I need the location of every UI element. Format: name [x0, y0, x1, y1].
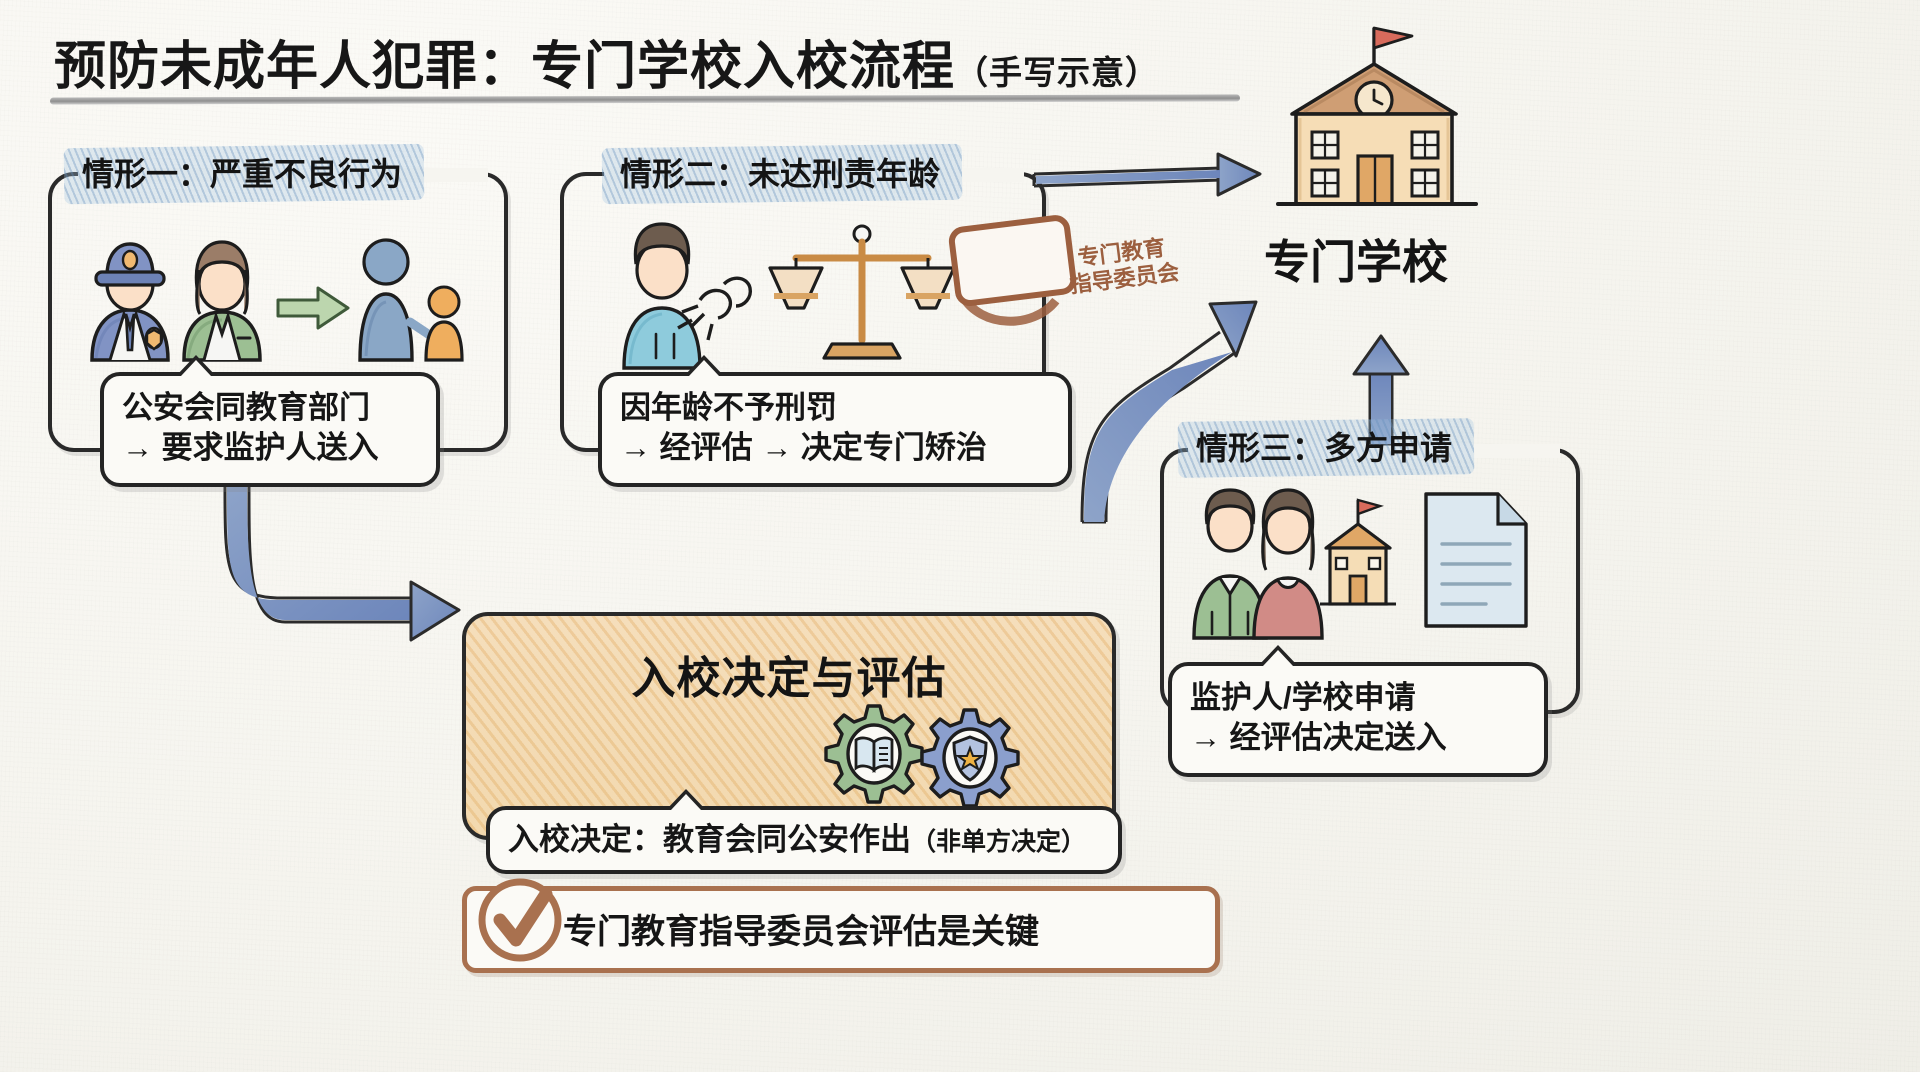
key-banner: 专门教育指导委员会评估是关键 [462, 886, 1220, 973]
scenario1-callout-line1: 公安会同教育部门 [122, 390, 370, 425]
decision-callout: 入校决定：教育会同公安作出（非单方决定） [486, 789, 1122, 875]
minor-breaking-chains-icon [622, 222, 752, 370]
check-circle-icon [470, 874, 574, 966]
scenario1-heading: 情形一：严重不良行为 [70, 144, 414, 202]
school-illustration [1262, 22, 1492, 222]
key-banner-text: 专门教育指导委员会评估是关键 [563, 912, 1039, 951]
scenario3-callout: 监护人/学校申请 → 经评估决定送入 [1168, 645, 1548, 777]
scenario2-illustration [596, 208, 1077, 378]
scenario1-callout-line2: → 要求监护人送入 [122, 430, 379, 466]
page-title-parenthetical: （手写示意） [955, 54, 1160, 91]
arrow-decision-to-school [1060, 260, 1270, 530]
page-title-main: 预防未成年人犯罪：专门学校入校流程 [54, 38, 956, 96]
application-document-icon [1424, 492, 1528, 628]
green-arrow-icon [276, 286, 350, 330]
police-shield-gear-icon [920, 708, 1020, 808]
arrow-scenario1-to-decision [215, 470, 475, 680]
education-gear-icon [824, 704, 924, 804]
guardian-and-minor-icon [358, 238, 464, 362]
scenario1-illustration [66, 210, 486, 370]
page-title: 预防未成年人犯罪：专门学校入校流程（手写示意） [54, 24, 1159, 99]
decision-box-title: 入校决定与评估 [631, 654, 947, 703]
scenario3-callout-line1: 监护人/学校申请 [1190, 680, 1416, 715]
education-official-icon [182, 240, 262, 362]
decision-gears [810, 700, 1030, 820]
scenario2-callout-line1: 因年龄不予刑罚 [620, 390, 837, 425]
parents-icon [1192, 488, 1324, 640]
decision-callout-main: 入校决定：教育会同公安作出 [508, 822, 911, 857]
scenario3-callout-line2: → 经评估决定送入 [1190, 720, 1447, 756]
committee-stamp-icon [948, 215, 1077, 326]
flag-icon [1372, 26, 1414, 66]
scenario2-callout-line2: → 经评估 → 决定专门矫治 [620, 430, 987, 466]
decision-callout-note: （非单方决定） [911, 828, 1087, 856]
scenario3-illustration [1180, 486, 1570, 646]
scenario2-callout: 因年龄不予刑罚 → 经评估 → 决定专门矫治 [598, 355, 1072, 487]
arrow-scenario2-to-school [1030, 140, 1280, 210]
school-label: 专门学校 [1264, 236, 1448, 288]
police-officer-icon [90, 242, 170, 362]
scenario2-heading: 情形二：未达刑责年龄 [608, 144, 952, 202]
scenario1-callout: 公安会同教育部门 → 要求监护人送入 [100, 355, 440, 487]
scenario3-heading: 情形三：多方申请 [1184, 418, 1464, 476]
scales-of-justice-icon [768, 224, 956, 360]
school-building-icon [1320, 498, 1396, 606]
